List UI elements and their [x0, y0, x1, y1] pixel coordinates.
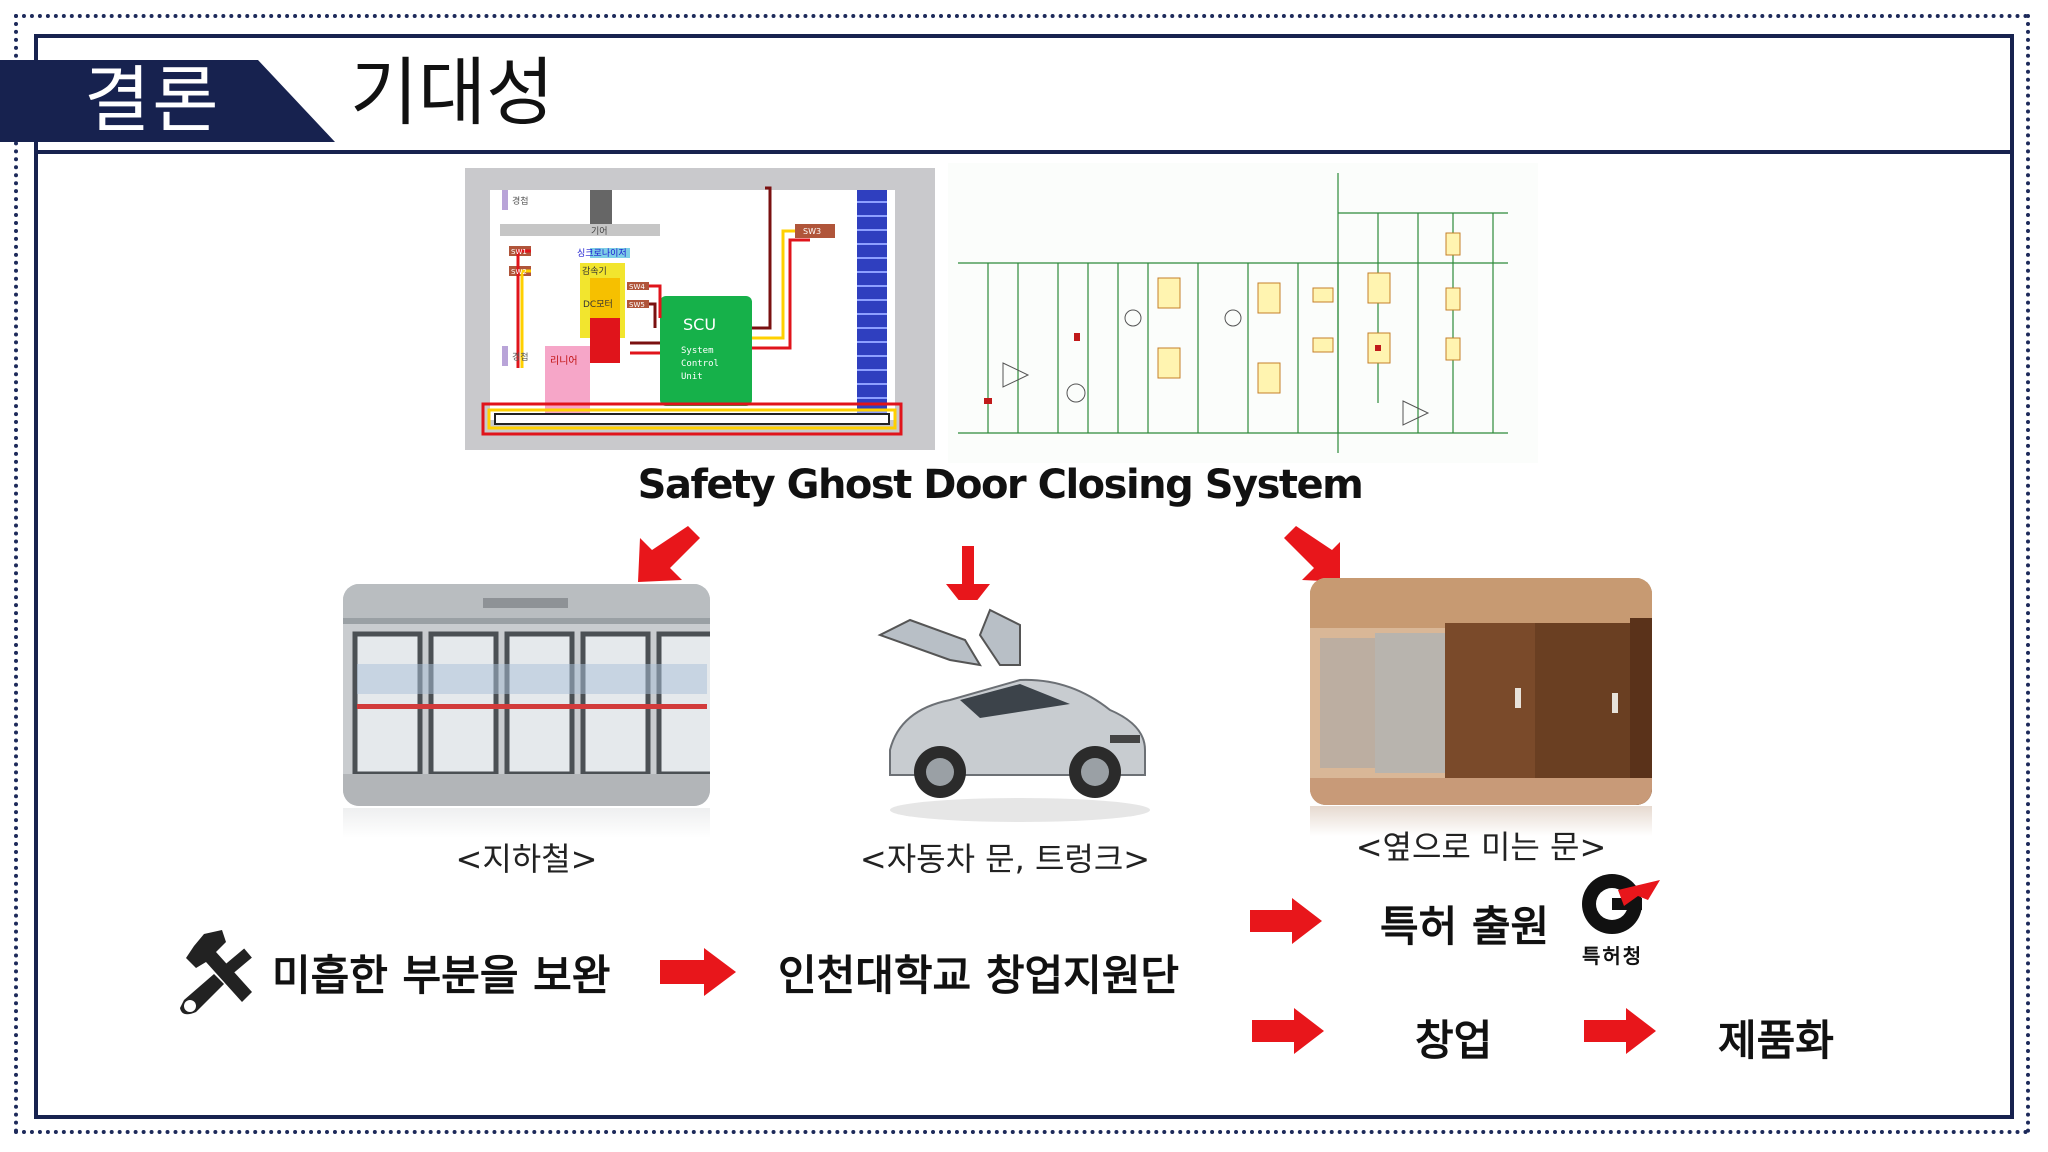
- inner-frame: [34, 34, 2014, 1119]
- diagram-label: 감속기: [582, 265, 607, 277]
- arrow-to-car: [946, 546, 990, 612]
- diagram-label: 경첩: [512, 351, 529, 363]
- mechanism-diagram-drawing: 경첩 경첩 기어 싱크로나이저 감속기 DC모터 리니어 SW1 SW2 SW3…: [481, 186, 903, 436]
- caption-subway: <지하철>: [455, 840, 598, 878]
- section-badge: [0, 60, 335, 142]
- subway-reflection: [343, 808, 710, 838]
- flow-arrow-3: [1252, 1008, 1324, 1054]
- tools-icon: [180, 930, 252, 1015]
- startup-support-text: 인천대학교 창업지원단: [778, 951, 1180, 1000]
- caption-sliding-door: <옆으로 미는 문>: [1355, 828, 1607, 866]
- diagram-label: 기어: [591, 226, 608, 237]
- diagram-label: SW3: [803, 227, 821, 236]
- patent-office-logo-text: 특허청: [1582, 944, 1644, 968]
- diagram-label: DC모터: [583, 299, 613, 310]
- diagram-label: SW5: [629, 301, 645, 309]
- sliding-door-image: [1310, 578, 1652, 805]
- diagram-label: SW2: [511, 268, 527, 276]
- startup-text: 창업: [1415, 1016, 1493, 1065]
- diagram-label: Control: [681, 359, 719, 369]
- system-title: Safety Ghost Door Closing System: [637, 462, 1364, 508]
- patent-application-text: 특허 출원: [1380, 902, 1550, 951]
- productization-text: 제품화: [1718, 1016, 1834, 1065]
- subway-screen-door-image: [343, 584, 710, 806]
- flow-arrow-2: [1250, 898, 1322, 944]
- arrow-to-subway: [638, 526, 700, 582]
- section-badge-label: 결론: [84, 58, 221, 142]
- outer-dotted-frame: [14, 14, 2030, 1134]
- diagram-label: System: [681, 346, 714, 356]
- diagram-label: 경첩: [512, 195, 529, 207]
- diagram-label: 리니어: [550, 355, 578, 367]
- circuit-schematic-drawing: [958, 173, 1508, 453]
- diagram-label: SCU: [683, 315, 716, 334]
- flow-arrow-4: [1584, 1008, 1656, 1054]
- patent-office-logo-icon: [1582, 874, 1660, 934]
- slide-title: 기대성: [350, 50, 555, 136]
- flow-arrow-1: [660, 948, 736, 996]
- sliding-door-reflection: [1310, 806, 1652, 836]
- diagram-label: SW4: [629, 283, 645, 291]
- improve-text: 미흡한 부분을 보완: [272, 951, 611, 1000]
- application-arrows: [638, 526, 1340, 612]
- caption-car: <자동차 문, 트렁크>: [859, 840, 1151, 878]
- diagram-label: 싱크로나이저: [577, 248, 627, 259]
- diagram-label: SW1: [511, 248, 527, 256]
- car-falcon-door-image: [870, 600, 1160, 830]
- arrow-to-sliding-door: [1284, 526, 1340, 582]
- header-divider: [34, 150, 2014, 154]
- diagram-label: Unit: [681, 372, 703, 382]
